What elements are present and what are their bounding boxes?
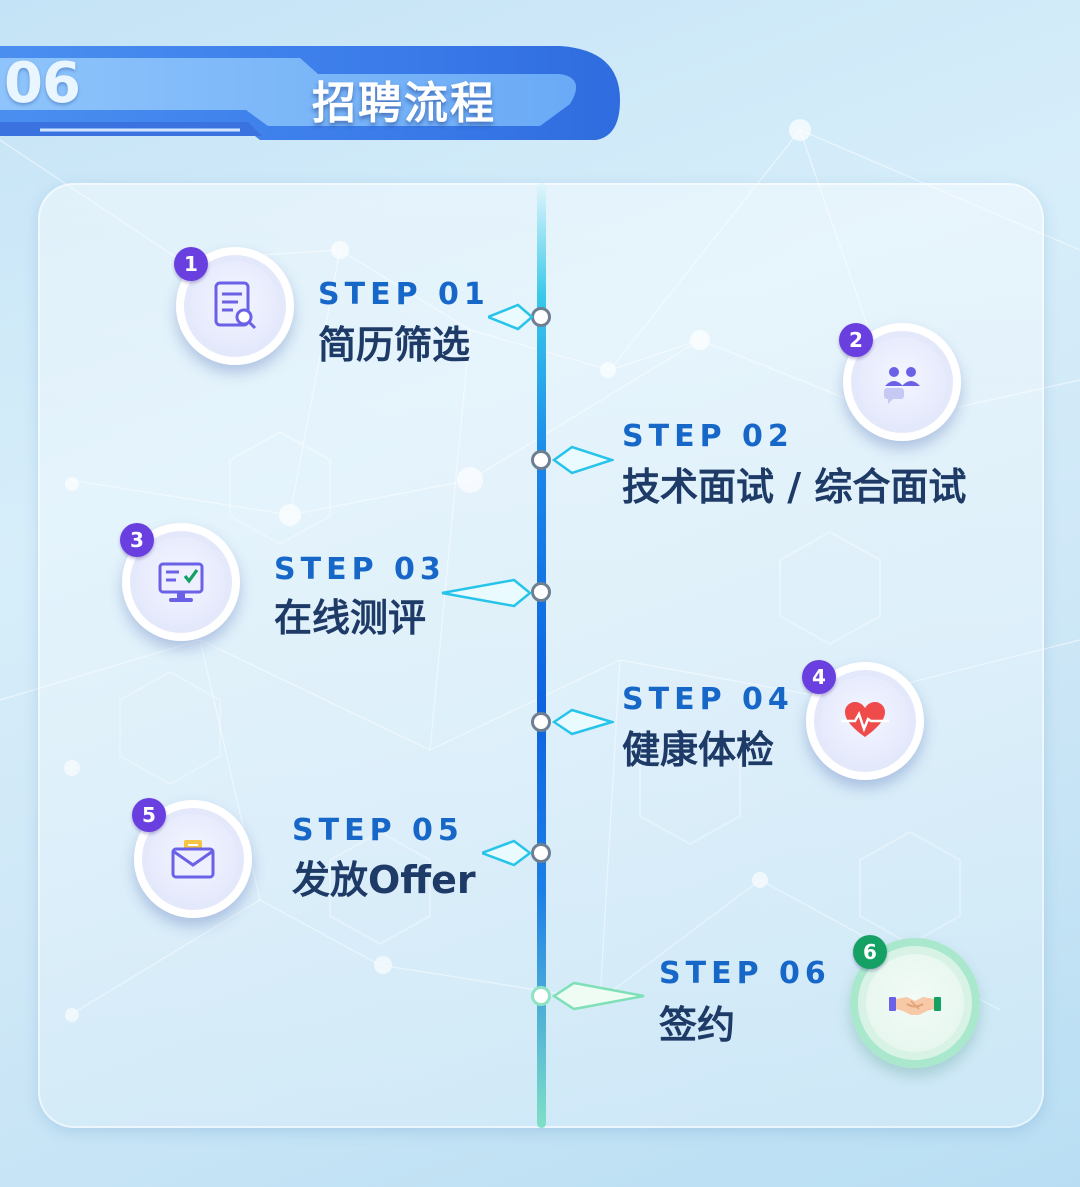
step-4-label: STEP 04 xyxy=(622,682,794,717)
step-2-badge: 2 xyxy=(839,323,873,357)
banner-shape xyxy=(0,46,620,140)
timeline-node-3 xyxy=(531,582,551,602)
heartbeat-icon xyxy=(841,702,889,737)
step-1-title: 简历筛选 xyxy=(318,323,471,367)
pointer-6 xyxy=(552,981,645,1011)
step-1-icon-circle xyxy=(176,247,294,365)
resume-search-icon xyxy=(214,281,257,330)
handshake-icon xyxy=(889,997,941,1015)
step-3-badge: 3 xyxy=(120,523,154,557)
section-number: 06 xyxy=(4,51,81,116)
timeline-node-1 xyxy=(531,307,551,327)
step-5-badge: 5 xyxy=(132,798,166,832)
step-3-label: STEP 03 xyxy=(274,552,446,587)
step-5-label: STEP 05 xyxy=(292,813,464,848)
timeline-node-2 xyxy=(531,450,551,470)
step-6-title: 签约 xyxy=(659,1003,736,1047)
step-1-label: STEP 01 xyxy=(318,277,490,312)
timeline-node-4 xyxy=(531,712,551,732)
step-4-title: 健康体检 xyxy=(622,728,775,772)
pointer-5 xyxy=(482,839,532,867)
step-5-title: 发放Offer xyxy=(292,858,476,902)
timeline-axis xyxy=(537,183,546,1128)
pointer-3 xyxy=(441,578,532,608)
step-2-label: STEP 02 xyxy=(622,419,794,454)
envelope-icon xyxy=(171,840,215,879)
timeline-node-6 xyxy=(531,986,551,1006)
step-1-badge: 1 xyxy=(174,247,208,281)
timeline-node-5 xyxy=(531,843,551,863)
section-title: 招聘流程 xyxy=(312,78,496,129)
step-6-badge: 6 xyxy=(853,935,887,969)
computer-assessment-icon xyxy=(158,562,204,602)
pointer-4 xyxy=(552,708,614,736)
header-banner xyxy=(0,44,630,144)
step-2-title: 技术面试 / 综合面试 xyxy=(622,465,967,509)
pointer-2 xyxy=(552,445,614,475)
step-6-label: STEP 06 xyxy=(659,956,831,991)
interview-people-icon xyxy=(884,367,920,404)
step-3-title: 在线测评 xyxy=(274,596,427,640)
step-6-icon-circle xyxy=(850,938,980,1068)
step-2-icon-circle xyxy=(843,323,961,441)
step-4-badge: 4 xyxy=(802,660,836,694)
pointer-1 xyxy=(488,303,534,331)
